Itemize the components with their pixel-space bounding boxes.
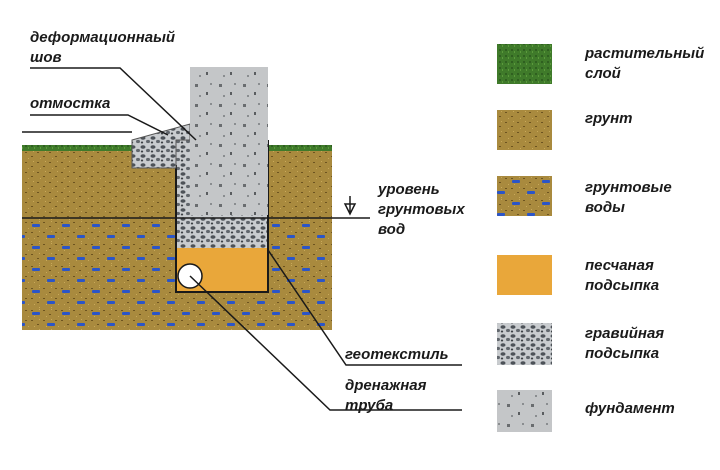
legend-swatch-foundation bbox=[497, 390, 552, 432]
vegetation-layer-right bbox=[268, 145, 332, 151]
legend-swatch-soil bbox=[497, 110, 552, 150]
legend-label-groundwater: грунтовые воды bbox=[585, 179, 676, 216]
legend-label-vegetation: растительный слой bbox=[584, 45, 708, 82]
drain-pipe-label: дренажная труба bbox=[345, 377, 431, 414]
foundation-wall bbox=[190, 67, 268, 215]
legend-label-soil: грунт bbox=[585, 110, 633, 127]
level-marker-icon bbox=[343, 196, 357, 216]
legend-swatch-sand bbox=[497, 255, 552, 295]
geotextile-label: геотекстиль bbox=[345, 346, 449, 363]
expansion-joint-label: деформационнаый шов bbox=[30, 29, 179, 66]
legend-label-sand: песчаная подсыпка bbox=[585, 257, 659, 294]
legend-swatch-vegetation bbox=[497, 44, 552, 84]
legend-label-gravel: гравийная подсыпка bbox=[585, 325, 668, 362]
legend: растительный слой грунт грунтовые воды п… bbox=[497, 44, 708, 432]
leader-lines bbox=[22, 67, 462, 411]
legend-label-foundation: фундамент bbox=[585, 400, 675, 417]
vegetation-layer-left bbox=[22, 145, 132, 151]
geotextile-line bbox=[175, 140, 269, 293]
groundwater-level-label: уровень грунтовых вод bbox=[377, 181, 469, 238]
legend-swatch-groundwater bbox=[497, 176, 552, 216]
blind-area-label: отмостка bbox=[30, 95, 110, 112]
legend-swatch-gravel bbox=[497, 323, 552, 365]
